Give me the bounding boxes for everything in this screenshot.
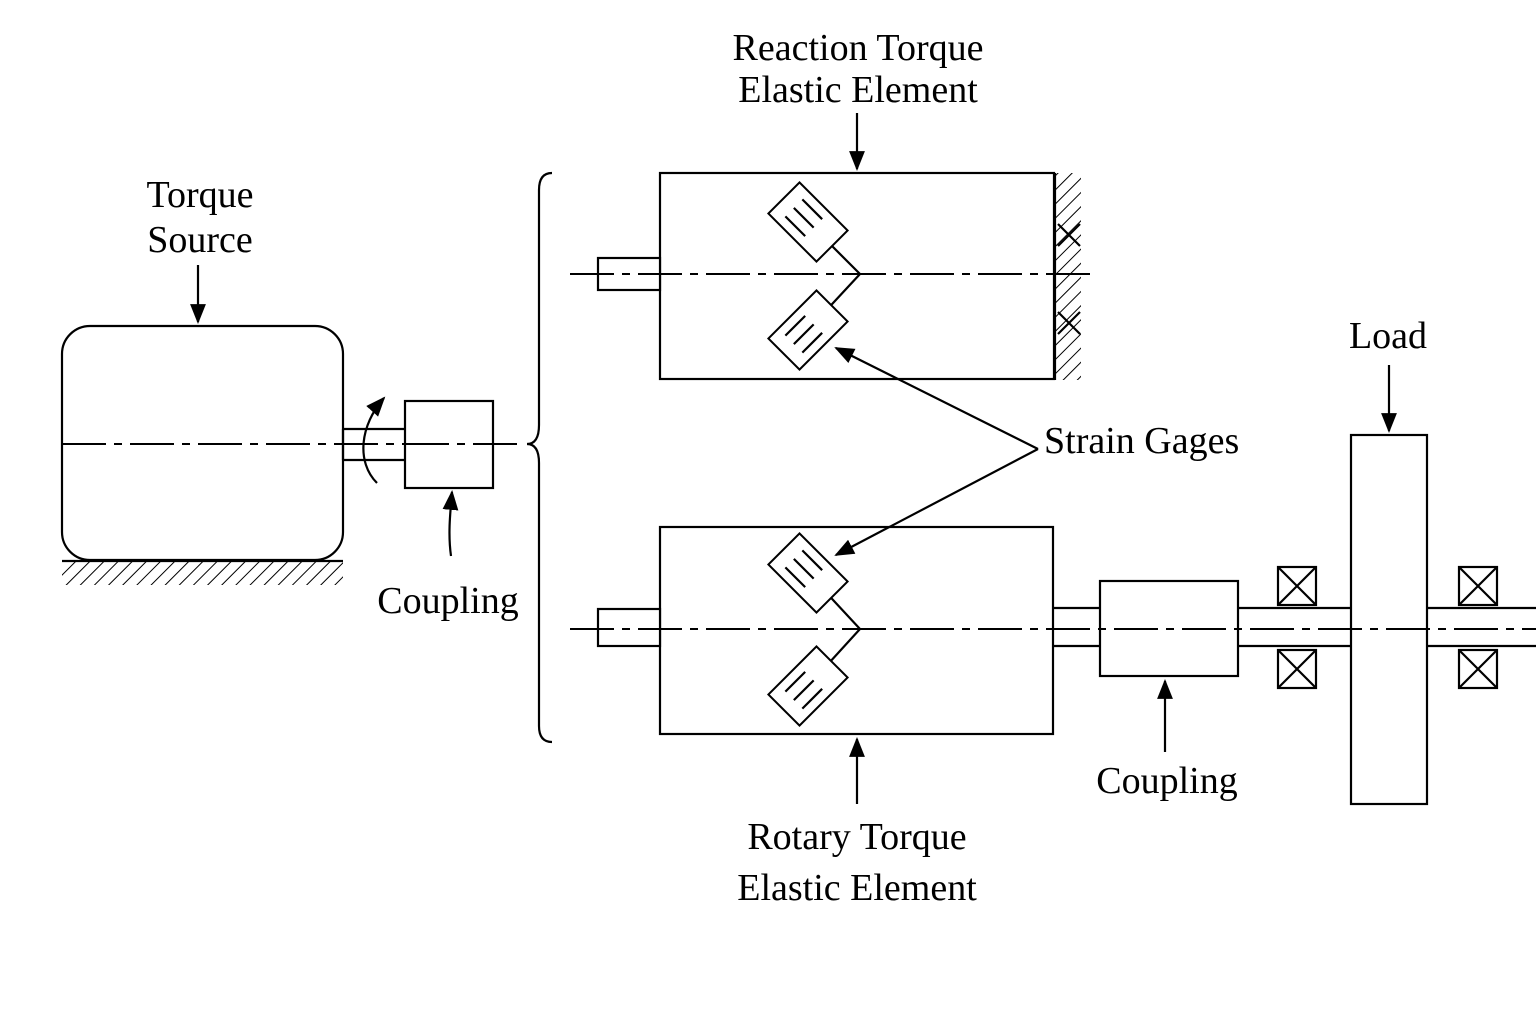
source-shaft (341, 427, 405, 462)
coupling-left-label: Coupling (377, 580, 518, 622)
bearing-right-bottom (1457, 648, 1499, 690)
rotary-torque-element (596, 525, 1100, 736)
rotary-label-line1: Rotary Torque (747, 816, 966, 858)
load-label: Load (1349, 315, 1427, 357)
strain-gage-rotary-lower (766, 644, 850, 728)
reaction-label-line1: Reaction Torque (733, 27, 984, 69)
ground-hatch (62, 561, 343, 585)
torque-source-label-line1: Torque (146, 174, 253, 216)
output-drivetrain (570, 433, 1536, 806)
torque-source-label-line2: Source (147, 219, 253, 261)
reaction-torque-element (570, 171, 1096, 381)
strain-gage-reaction-upper (766, 180, 850, 264)
bearing-right-top (1457, 565, 1499, 607)
strain-gage-pointer-upper (834, 347, 1039, 450)
rotary-label-line2: Elastic Element (737, 867, 977, 909)
left-coupling-pointer (442, 490, 459, 557)
strain-gage-rotary-upper (766, 531, 850, 615)
torque-source (60, 324, 520, 585)
strain-gage-pointer-lower (834, 448, 1039, 556)
strain-gages-label: Strain Gages (1044, 420, 1239, 462)
reaction-label-line2: Elastic Element (738, 69, 978, 111)
rotation-arrow-icon (362, 396, 386, 484)
bearing-left-bottom (1276, 648, 1318, 690)
load-disc (1349, 433, 1429, 806)
wall-hatch (1055, 173, 1081, 380)
coupling-right-label: Coupling (1096, 760, 1237, 802)
bearing-left-top (1276, 565, 1318, 607)
brace (526, 171, 553, 744)
strain-gage-reaction-lower (766, 288, 850, 372)
